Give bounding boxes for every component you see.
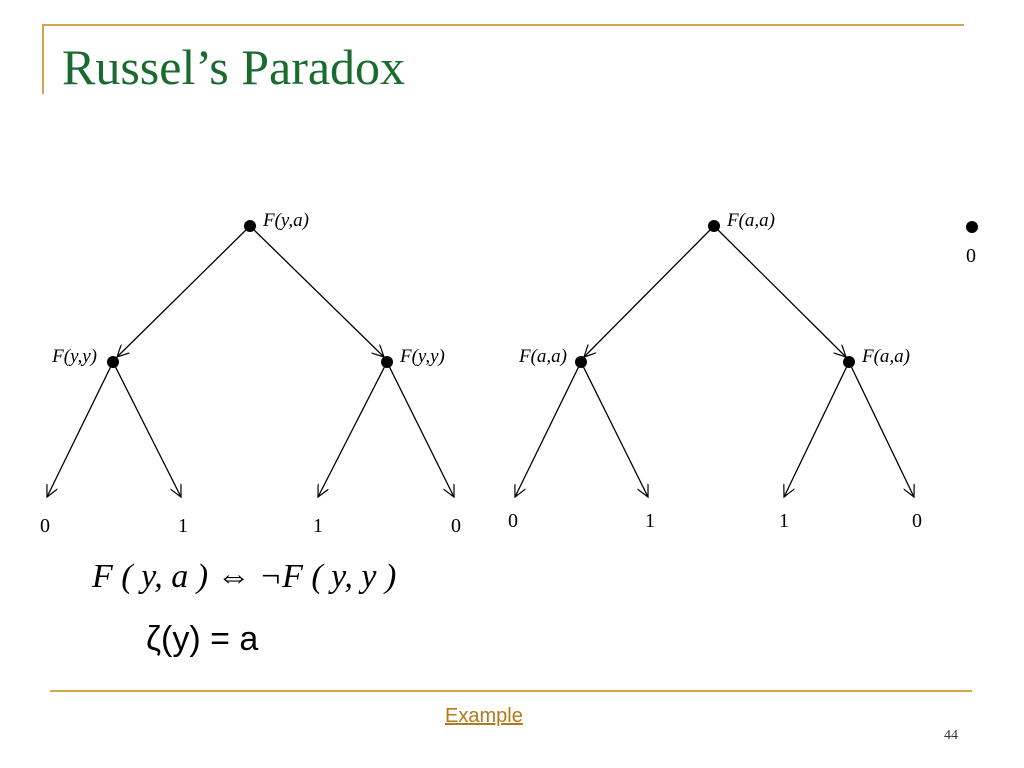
left-rule: [42, 24, 44, 94]
tree-1-edge-root-left: [117, 225, 251, 357]
tree-2-root-label: F(a,a): [726, 210, 775, 231]
tree-2-root-node: [708, 220, 720, 232]
tree-2-edge-left-leaf-1: [515, 361, 582, 497]
tree-2-left-label: F(a,a): [518, 346, 567, 367]
tree-2-leaf-3: 1: [779, 510, 789, 532]
slide-title: Russel’s Paradox: [62, 39, 406, 95]
tree-1-root-node: [244, 220, 256, 232]
tree-2-edge-root-left: [584, 225, 715, 357]
tree-2-edge-root-right: [713, 225, 846, 357]
tree-1-edge-left-leaf-2: [112, 361, 181, 497]
tree-3-node: [966, 221, 978, 233]
tree-2-right-label: F(a,a): [861, 346, 910, 367]
tree-1-leaf-4: 0: [451, 515, 461, 537]
tree-1-right-node: [381, 356, 393, 368]
tree-1-left-node: [107, 356, 119, 368]
tree-1: F(y,a) F(y,y) F(y,y) 0 1 1 0: [40, 210, 461, 537]
tree-2-edge-right-leaf-4: [848, 361, 914, 497]
tree-3-partial: 0: [966, 221, 978, 267]
tree-2-leaf-1: 0: [508, 510, 518, 532]
tree-2-leaf-2: 1: [645, 510, 655, 532]
tree-1-edge-right-leaf-3: [318, 361, 388, 497]
tree-1-leaf-2: 1: [178, 515, 188, 537]
tree-2-leaf-4: 0: [912, 510, 922, 532]
zeta-definition: ζ(y) = a: [146, 620, 259, 658]
tree-2: F(a,a) F(a,a) F(a,a) 0 1 1 0: [508, 210, 922, 532]
tree-2-edge-right-leaf-3: [784, 361, 850, 497]
tree-2-left-node: [575, 356, 587, 368]
tree-1-root-label: F(y,a): [262, 210, 309, 231]
tree-1-edge-root-right: [249, 225, 384, 357]
page-number: 44: [944, 728, 958, 743]
top-rule: [42, 24, 964, 26]
tree-1-edge-left-leaf-1: [47, 361, 114, 497]
tree-3-leaf-label: 0: [966, 245, 976, 267]
tree-2-edge-left-leaf-2: [580, 361, 648, 497]
tree-1-left-label: F(y,y): [51, 346, 97, 367]
tree-1-leaf-1: 0: [40, 515, 50, 537]
example-link[interactable]: Example: [445, 705, 523, 727]
paradox-equation: F ( y, a ) ⇔ ¬F ( y, y ): [92, 558, 397, 595]
tree-1-right-label: F(y,y): [399, 346, 445, 367]
tree-1-leaf-3: 1: [313, 515, 323, 537]
tree-1-edge-right-leaf-4: [386, 361, 454, 497]
tree-2-right-node: [843, 356, 855, 368]
bottom-rule: [50, 690, 972, 692]
